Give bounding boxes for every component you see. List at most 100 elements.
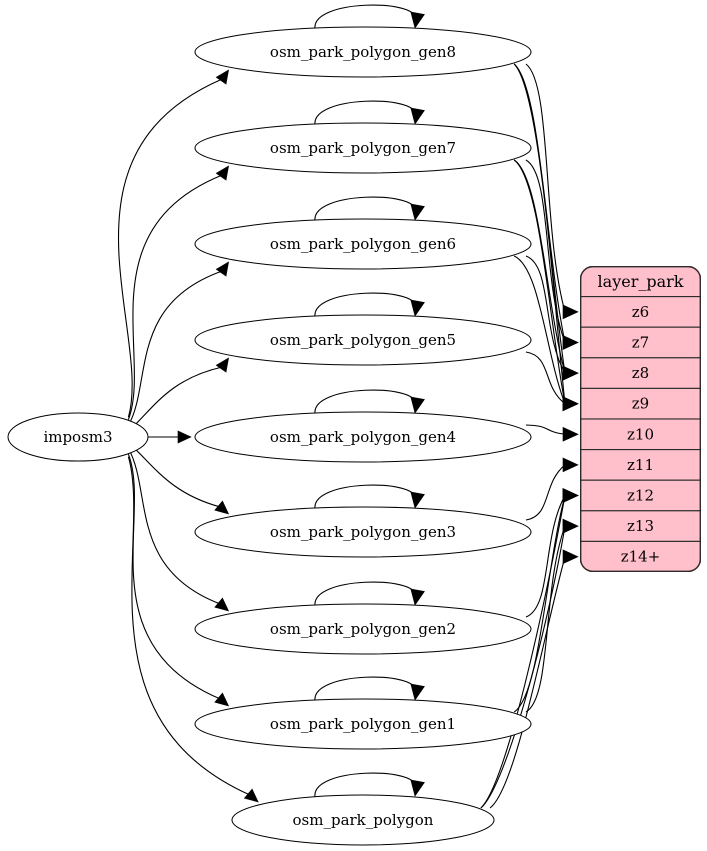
table-row-label-z6: z6: [632, 303, 649, 321]
node-osm_park_polygon_gen5[interactable]: osm_park_polygon_gen5: [194, 292, 532, 366]
self-loop-osm_park_polygon: [314, 772, 416, 798]
edge-osm_park_polygon_gen7-to-z8: [513, 159, 566, 374]
node-ellipse-osm_park_polygon_gen3[interactable]: [194, 506, 532, 558]
node-ellipse-osm_park_polygon_gen4[interactable]: [194, 411, 532, 463]
table-row-label-z14+: z14+: [621, 548, 661, 566]
table-row-label-z11: z11: [627, 456, 654, 474]
node-osm_park_polygon[interactable]: osm_park_polygon: [231, 772, 495, 846]
table-row-label-z8: z8: [632, 364, 649, 382]
table-outline: [580, 266, 702, 573]
edge-arrowhead-imposm3: [215, 357, 230, 373]
edge-osm_park_polygon_gen8-to-z6: [525, 63, 566, 313]
node-ellipse-osm_park_polygon_gen7[interactable]: [194, 122, 532, 174]
edge-osm_park_polygon_gen8-to-z7: [513, 63, 566, 343]
table-row-label-z9: z9: [632, 395, 649, 413]
node-osm_park_polygon_gen8[interactable]: osm_park_polygon_gen8: [194, 4, 532, 78]
edge-imposm3-to-osm_park_polygon_gen1: [127, 454, 221, 700]
edge-arrowhead-to-z11: [562, 457, 579, 473]
node-ellipse-imposm3[interactable]: [7, 412, 149, 462]
node-label-osm_park_polygon: osm_park_polygon: [293, 811, 434, 829]
self-loop-arrowhead-osm_park_polygon_gen8: [410, 11, 425, 29]
self-loop-arrowhead-osm_park_polygon_gen5: [410, 299, 425, 317]
edge-imposm3-to-osm_park_polygon_gen8: [117, 78, 223, 418]
node-label-osm_park_polygon_gen8: osm_park_polygon_gen8: [270, 43, 456, 61]
table-row-z11[interactable]: [580, 449, 701, 481]
edge-osm_park_polygon_gen5-to-z9: [525, 351, 566, 405]
edge-arrowhead-imposm3: [243, 788, 259, 803]
edge-imposm3-to-osm_park_polygon_gen6: [127, 270, 223, 426]
edge-arrowhead-imposm3: [215, 69, 230, 85]
node-label-osm_park_polygon_gen7: osm_park_polygon_gen7: [270, 139, 456, 157]
edge-arrowhead-imposm3: [215, 261, 230, 277]
edge-arrowhead-imposm3: [214, 692, 230, 707]
edge-osm_park_polygon_gen4-to-z10: [525, 424, 566, 435]
edge-osm_park_polygon_gen7-to-z7: [525, 159, 566, 343]
nodes-layer: osm_park_polygon_gen8 osm_park_polygon_ge…: [7, 4, 532, 846]
edge-arrowhead-to-z12: [562, 488, 579, 503]
edge-arrowhead-to-z9: [562, 396, 579, 412]
edge-osm_park_polygon_gen6-to-z8: [525, 255, 566, 374]
node-osm_park_polygon_gen6[interactable]: osm_park_polygon_gen6: [194, 196, 532, 270]
node-ellipse-osm_park_polygon_gen8[interactable]: [194, 26, 532, 78]
node-osm_park_polygon_gen1[interactable]: osm_park_polygon_gen1: [194, 676, 532, 750]
node-osm_park_polygon_gen4[interactable]: osm_park_polygon_gen4: [194, 389, 532, 463]
self-loop-arrowhead-osm_park_polygon_gen2: [410, 588, 425, 606]
table-header-label: layer_park: [598, 272, 684, 291]
self-loop-osm_park_polygon_gen1: [314, 676, 416, 702]
edge-arrowhead-to-z6: [562, 304, 579, 320]
edge-arrowhead-imposm3: [214, 597, 230, 612]
edge-imposm3-to-osm_park_polygon_gen7: [127, 174, 223, 420]
edge-arrowhead-to-z14+: [562, 549, 579, 565]
self-loop-osm_park_polygon_gen3: [314, 484, 416, 510]
edge-osm_park_polygon_gen2-to-z12: [525, 495, 566, 618]
edge-osm_park_polygon_gen6-to-z9: [513, 255, 566, 404]
edge-arrowhead-imposm3: [214, 500, 230, 515]
self-loop-arrowhead-osm_park_polygon_gen6: [410, 203, 425, 221]
self-loop-osm_park_polygon_gen5: [314, 292, 416, 318]
table-row-z6[interactable]: [580, 296, 701, 328]
self-loop-arrowhead-osm_park_polygon: [410, 779, 425, 797]
node-osm_park_polygon_gen2[interactable]: osm_park_polygon_gen2: [194, 581, 532, 655]
node-label-osm_park_polygon_gen1: osm_park_polygon_gen1: [270, 715, 456, 733]
node-ellipse-osm_park_polygon[interactable]: [231, 794, 495, 846]
node-ellipse-osm_park_polygon_gen2[interactable]: [194, 603, 532, 655]
table-row-z9[interactable]: [580, 387, 701, 420]
table-row-z7[interactable]: [580, 326, 701, 359]
table-row-z14+[interactable]: [580, 540, 701, 572]
node-osm_park_polygon_gen3[interactable]: osm_park_polygon_gen3: [194, 484, 532, 558]
node-osm_park_polygon_gen7[interactable]: osm_park_polygon_gen7: [194, 100, 532, 174]
node-ellipse-osm_park_polygon_gen1[interactable]: [194, 698, 532, 750]
table-row-label-z13: z13: [627, 517, 654, 535]
edge-osm_park_polygon_gen1-to-z12: [513, 495, 566, 713]
edge-arrowhead-imposm3: [215, 165, 230, 181]
node-ellipse-osm_park_polygon_gen5[interactable]: [194, 314, 532, 366]
table-row-label-z7: z7: [632, 334, 649, 352]
self-loop-arrowhead-osm_park_polygon_gen1: [410, 683, 425, 701]
node-label-osm_park_polygon_gen4: osm_park_polygon_gen4: [270, 428, 456, 446]
table-row-label-z10: z10: [627, 425, 654, 443]
self-loop-osm_park_polygon_gen7: [314, 100, 416, 126]
edge-imposm3-to-osm_park_polygon_gen5: [128, 366, 223, 432]
edge-arrowhead-to-z7: [562, 335, 579, 350]
table-row-z12[interactable]: [580, 479, 701, 512]
edge-arrowhead-to-z13: [562, 518, 579, 534]
node-label-osm_park_polygon_gen2: osm_park_polygon_gen2: [270, 620, 456, 638]
table-row-z8[interactable]: [580, 357, 701, 389]
node-label-osm_park_polygon_gen3: osm_park_polygon_gen3: [270, 523, 456, 541]
self-loop-osm_park_polygon_gen2: [314, 581, 416, 607]
node-imposm3[interactable]: imposm3: [7, 412, 149, 462]
node-label-osm_park_polygon_gen5: osm_park_polygon_gen5: [270, 331, 456, 349]
node-ellipse-osm_park_polygon_gen6[interactable]: [194, 218, 532, 270]
node-label-imposm3: imposm3: [43, 428, 112, 446]
self-loop-arrowhead-osm_park_polygon_gen4: [410, 396, 425, 414]
edge-imposm3-to-osm_park_polygon_gen2: [127, 448, 221, 605]
edge-osm_park_polygon-to-z12: [480, 495, 566, 809]
self-loop-osm_park_polygon_gen4: [314, 389, 416, 415]
edge-osm_park_polygon_gen1-to-z13: [525, 525, 566, 713]
edge-osm_park_polygon_gen7-to-z9: [513, 159, 566, 404]
edge-osm_park_polygon-to-z14+: [489, 556, 566, 809]
self-loop-arrowhead-osm_park_polygon_gen7: [410, 107, 425, 125]
